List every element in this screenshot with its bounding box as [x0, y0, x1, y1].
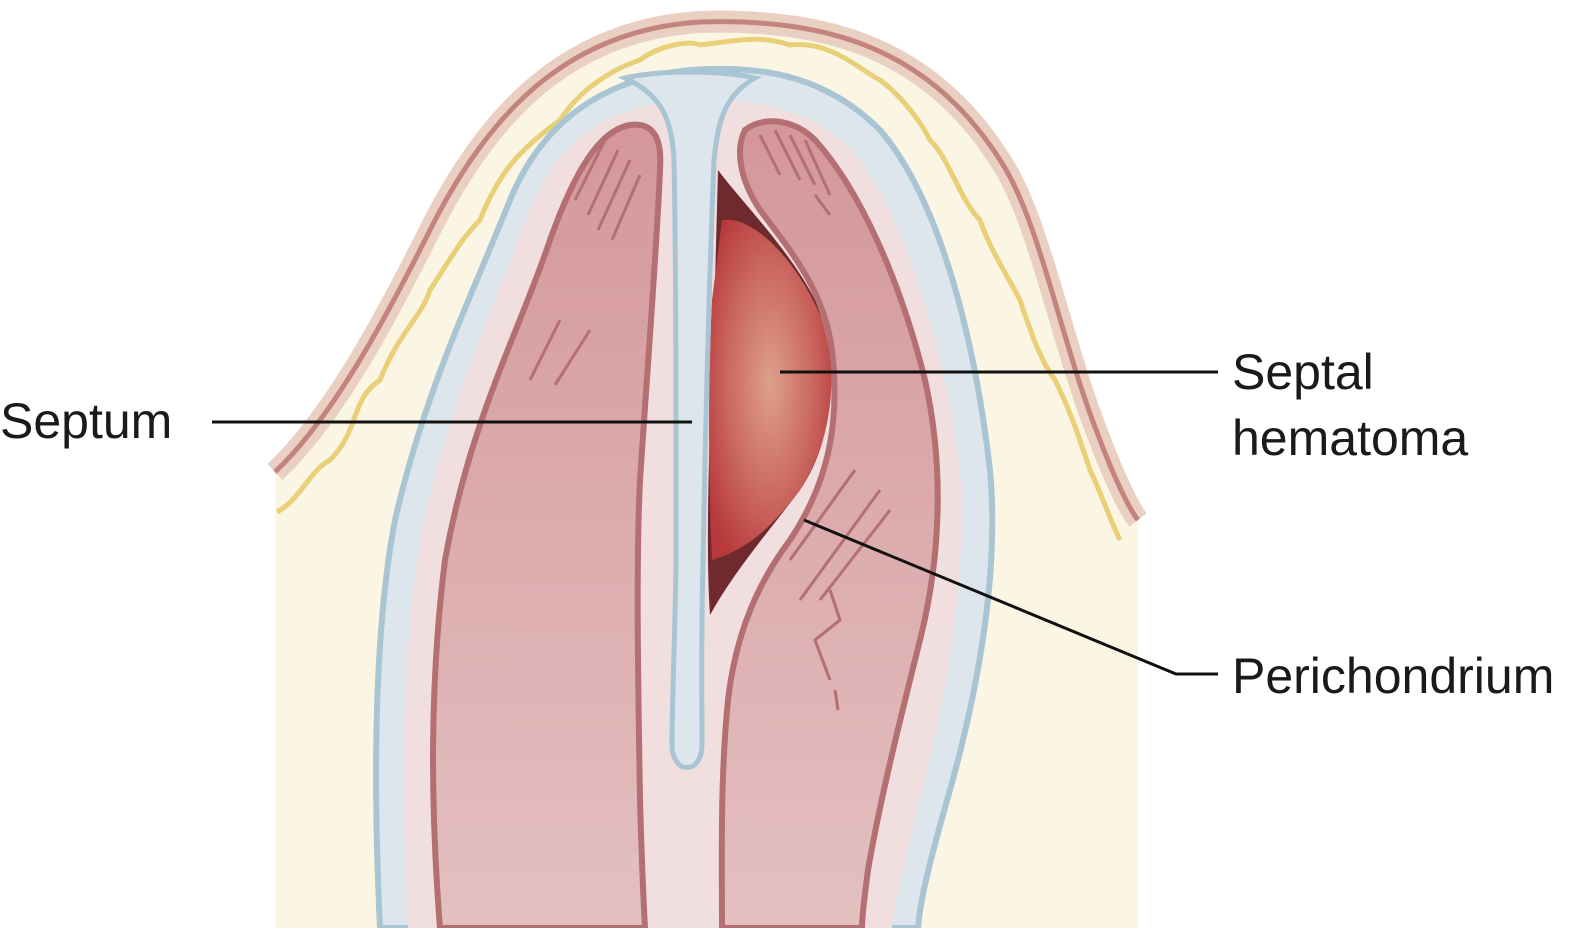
- perichondrium-label: Perichondrium: [1232, 648, 1554, 704]
- septum: [617, 69, 762, 770]
- leader-lines: [212, 370, 1218, 676]
- septum-label: Septum: [0, 393, 172, 449]
- right-nasal-cavity: [718, 118, 941, 928]
- septal-hematoma: [709, 219, 832, 560]
- fat-layer-line: [275, 36, 1123, 542]
- perichondrium-leader-line: [803, 518, 1218, 676]
- left-cavity-hatching: [528, 139, 642, 386]
- right-cavity-hatching: [758, 129, 892, 711]
- left-nasal-cavity: [430, 121, 664, 928]
- septal-hematoma-label-line2: hematoma: [1232, 410, 1468, 466]
- septal-hematoma-label-line1: Septal: [1232, 344, 1374, 400]
- skin-outline: [273, 19, 1141, 522]
